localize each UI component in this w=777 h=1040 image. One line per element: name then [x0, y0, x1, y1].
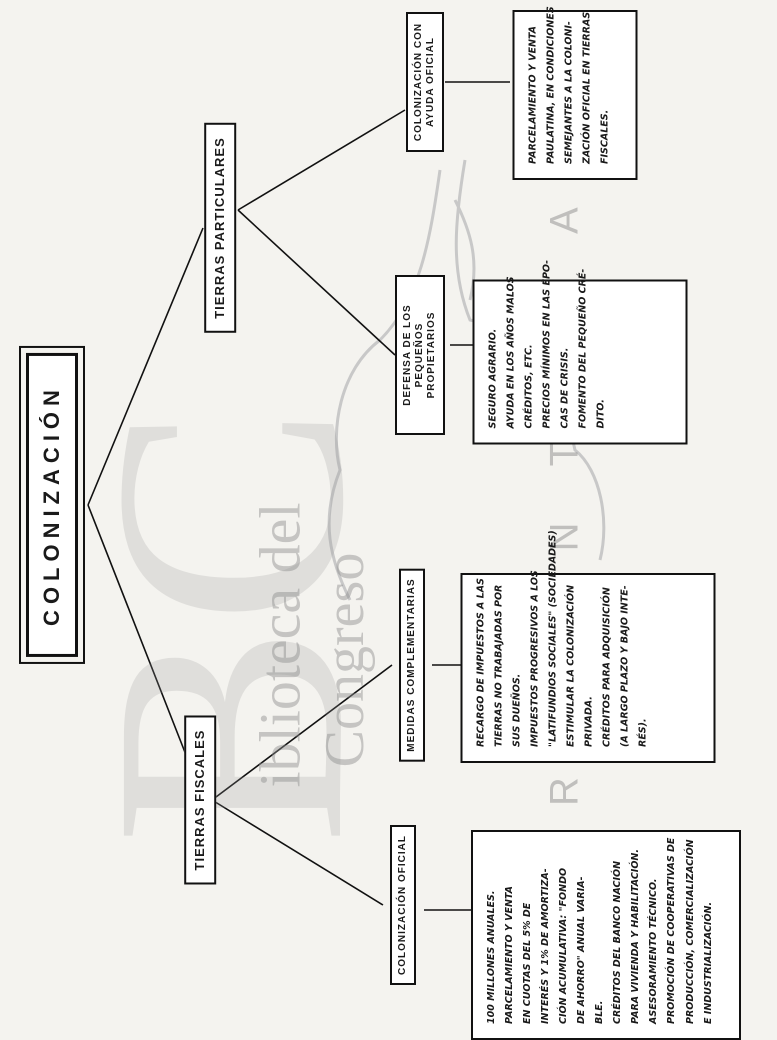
detail-line: ASESORAMIENTO TÉCNICO. — [648, 878, 660, 1024]
detail-line: IMPUESTOS PROGRESIVOS A LOS — [529, 570, 541, 747]
detail-line: 100 MILLONES ANUALES. — [486, 890, 497, 1025]
detail-line: CRÉDITOS PARA ADQUISICIÓN — [601, 587, 613, 747]
detail-line: PAULATINA, EN CONDICIONES — [545, 6, 557, 164]
detail-medidas: RECARGO DE IMPUESTOS A LAS TIERRAS NO TR… — [460, 530, 716, 763]
subnode-colonizacion-oficial: COLONIZACIÓN OFICIAL — [390, 825, 416, 985]
detail-line: PRIVADA. — [583, 696, 595, 747]
detail-defensa: SEGURO AGRARIO. AYUDA EN LOS AÑOS MALOS … — [472, 259, 688, 445]
detail-line: "LATIFUNDIOS SOCIALES" (SOCIEDADES) — [547, 530, 559, 747]
detail-line: PROMOCIÓN DE COOPERATIVAS DE — [666, 837, 678, 1024]
branch-tierras-fiscales: TIERRAS FISCALES — [184, 715, 216, 885]
detail-line: PRODUCCIÓN, COMERCIALIZACIÓN — [684, 839, 696, 1024]
line-part-defensa — [237, 209, 396, 356]
branch-tierras-particulares: TIERRAS PARTICULARES — [204, 123, 236, 333]
detail-line: INTERÉS Y 1% DE AMORTIZA- — [540, 868, 552, 1024]
detail-line: FISCALES. — [599, 109, 611, 164]
detail-line: DITO. — [595, 399, 607, 429]
line-fisc-medidas — [211, 664, 393, 801]
subnode-medidas-complementarias: MEDIDAS COMPLEMENTARIAS — [399, 568, 425, 762]
detail-ayuda-oficial: PARCELAMIENTO Y VENTA PAULATINA, EN COND… — [512, 6, 638, 180]
detail-line: BLE. — [594, 1000, 606, 1024]
detail-line: FOMENTO DEL PEQUEÑO CRÉ- — [577, 268, 589, 429]
detail-line: ZACIÓN OFICIAL EN TIERRAS — [581, 11, 593, 164]
line-root-particulares — [87, 227, 204, 506]
detail-line: TIERRAS NO TRABAJADAS POR — [493, 584, 505, 747]
detail-line: CRÉDITOS DEL BANCO NACIÓN — [612, 860, 624, 1024]
detail-line: DE AHORRO" ANUAL VARIA- — [576, 876, 588, 1024]
detail-line: RÉS). — [637, 718, 649, 747]
detail-line: PARCELAMIENTO Y VENTA — [504, 886, 516, 1024]
root-title: COLONIZACIÓN — [24, 312, 80, 698]
subnode-colonizacion-ayuda-oficial: COLONIZACIÓN CON AYUDA OFICIAL — [406, 12, 444, 152]
detail-line: ESTIMULAR LA COLONIZACIÓN — [565, 584, 577, 747]
detail-line: AYUDA EN LOS AÑOS MALOS — [505, 276, 517, 429]
detail-line: PARA VIVIENDA Y HABILITACIÓN. — [630, 849, 642, 1024]
detail-line: SEGURO AGRARIO. — [487, 328, 499, 429]
line-fisc-oficial — [211, 799, 384, 906]
detail-line: RECARGO DE IMPUESTOS A LAS — [475, 578, 487, 747]
line-part-ayuda — [237, 109, 406, 211]
detail-line: CAS DE CRISIS. — [559, 347, 571, 429]
watermark-line1: iblioteca del — [247, 502, 313, 788]
detail-line: SUS DUEÑOS. — [511, 673, 523, 747]
detail-line: PRECIOS MÍNIMOS EN LAS ÉPO- — [541, 259, 553, 429]
detail-line: (A LARGO PLAZO Y BAJO INTE- — [619, 585, 631, 747]
detail-line: E INDUSTRIALIZACIÓN. — [702, 901, 714, 1024]
detail-line: PARCELAMIENTO Y VENTA — [527, 26, 539, 164]
connector-lines — [87, 81, 510, 911]
subnode-defensa-pequenos-propietarios: DEFENSA DE LOS PEQUEÑOS PROPIETARIOS — [395, 275, 445, 435]
detail-oficial: 100 MILLONES ANUALES. PARCELAMIENTO Y VE… — [471, 830, 741, 1040]
detail-line: EN CUOTAS DEL 5% DE — [522, 902, 534, 1024]
line-root-fiscales — [87, 504, 189, 761]
detail-line: SEMEJANTES A LA COLONI- — [563, 21, 575, 164]
detail-line: CIÓN ACUMULATIVA: "FONDO — [558, 867, 570, 1024]
detail-line: CRÉDITOS, ETC. — [523, 344, 535, 429]
watermark-line2: Congreso — [314, 552, 376, 768]
